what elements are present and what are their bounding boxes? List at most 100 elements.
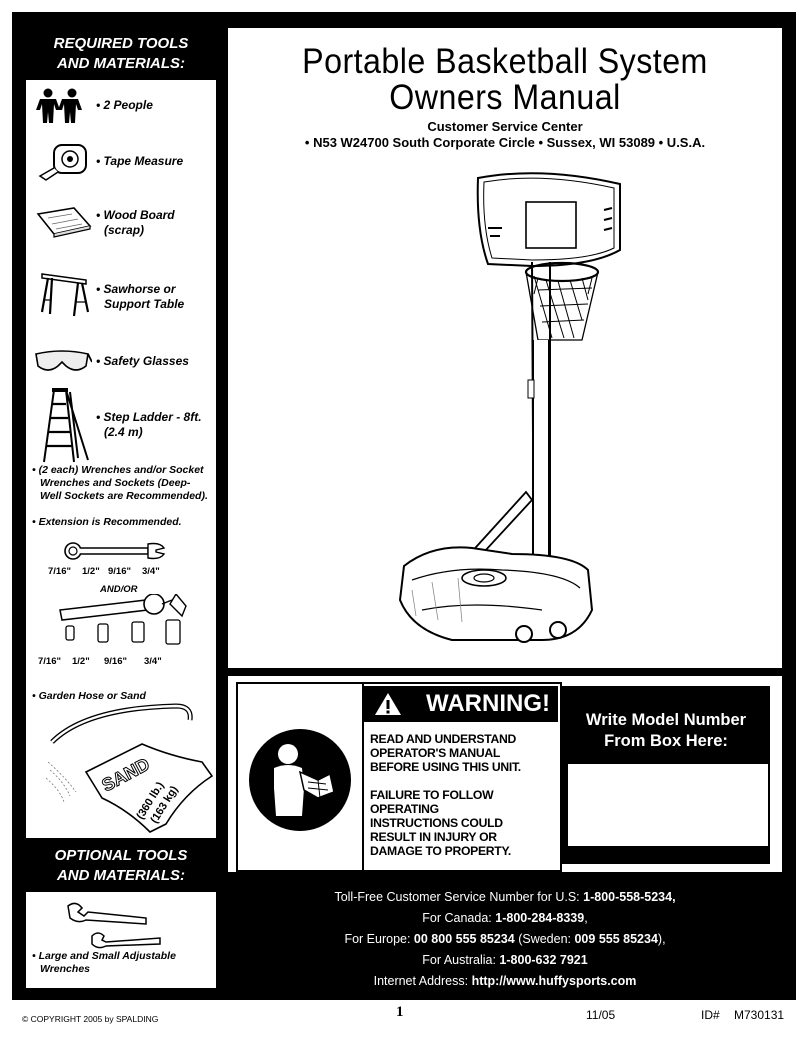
contact-europe: For Europe: 00 800 555 85234 (Sweden: 00… <box>228 932 782 946</box>
tool-label-line: • Sawhorse or <box>96 282 176 296</box>
read-manual-pictogram <box>238 684 364 870</box>
socket-wrench-icon <box>59 594 187 645</box>
wrench-size: 7/16" <box>48 566 71 577</box>
two-people-icon <box>36 88 82 123</box>
warning-line: READ AND UNDERSTAND <box>370 732 516 746</box>
warning-section: WARNING! READ AND UNDERSTAND OPERATOR'S … <box>228 676 782 872</box>
contact-label: Toll-Free Customer Service Number for U.… <box>334 890 584 904</box>
tool-item-tape-measure: • Tape Measure <box>26 138 216 184</box>
us-phone-number: 1-800-558-5234, <box>583 890 676 904</box>
read-manual-icon <box>249 729 351 831</box>
wood-board-icon <box>36 207 92 238</box>
required-tools-heading: REQUIRED TOOLS AND MATERIALS: <box>22 34 220 74</box>
warning-line: OPERATOR'S MANUAL <box>370 746 501 760</box>
wrench-note: • (2 each) Wrenches and/or Socket Wrench… <box>32 464 214 503</box>
revision-date: 11/05 <box>586 1008 616 1022</box>
contact-label: For Europe: <box>344 932 414 946</box>
warning-text-1: READ AND UNDERSTAND OPERATOR'S MANUAL BE… <box>370 732 521 774</box>
tool-label-line: • Wood Board <box>96 208 175 222</box>
optional-tools-heading: OPTIONAL TOOLS AND MATERIALS: <box>22 846 220 886</box>
heading-line: AND MATERIALS: <box>56 55 186 72</box>
garden-hose-label: • Garden Hose or Sand <box>32 690 146 702</box>
page-title: Portable Basketball System <box>302 42 708 81</box>
tool-item-people: • 2 People <box>26 86 216 126</box>
optional-label: • Large and Small Adjustable Wrenches <box>32 950 214 976</box>
model-title-line: From Box Here: <box>604 732 728 750</box>
australia-phone-number: 1-800-632 7921 <box>499 953 588 967</box>
warning-line: RESULT IN INJURY OR <box>370 830 497 844</box>
note-line: Well Sockets are Recommended). <box>40 490 208 502</box>
contact-us: Toll-Free Customer Service Number for U.… <box>228 890 782 904</box>
id-label: ID# <box>701 1008 720 1022</box>
tool-item-step-ladder: • Step Ladder - 8ft. (2.4 m) <box>26 388 216 466</box>
wrench-size: 9/16" <box>108 566 131 577</box>
basketball-system-illustration <box>398 172 621 643</box>
socket-size: 1/2" <box>72 656 90 667</box>
contact-internet: Internet Address: http://www.huffysports… <box>228 974 782 988</box>
tool-item-safety-glasses: • Safety Glasses <box>26 344 216 380</box>
tool-label-line: • Step Ladder - 8ft. <box>96 410 202 424</box>
warning-heading-text: WARNING! <box>426 690 550 717</box>
garden-hose-sand-icon: SAND (360 lb.) (163 kg) <box>46 703 214 833</box>
step-ladder-icon <box>43 388 89 463</box>
wrench-size: 3/4" <box>142 566 160 577</box>
warning-line: OPERATING <box>370 802 439 816</box>
tape-measure-icon <box>38 144 87 181</box>
note-line: • (2 each) Wrenches and/or Socket <box>32 464 204 476</box>
warning-label: WARNING! READ AND UNDERSTAND OPERATOR'S … <box>236 682 562 872</box>
tool-label: • Wood Board (scrap) <box>96 208 175 238</box>
heading-line: AND MATERIALS: <box>56 867 186 884</box>
sawhorse-icon <box>40 273 90 317</box>
website-link[interactable]: http://www.huffysports.com <box>471 974 637 988</box>
note-line: • Large and Small Adjustable <box>32 950 176 962</box>
tools-column: REQUIRED TOOLS AND MATERIALS: • 2 People… <box>22 28 220 990</box>
contact-canada: For Canada: 1-800-284-8339, <box>228 911 782 925</box>
tool-label: • Sawhorse or Support Table <box>96 282 184 312</box>
socket-size: 3/4" <box>144 656 162 667</box>
model-number-field[interactable] <box>568 764 768 846</box>
tool-item-sawhorse: • Sawhorse or Support Table <box>26 266 216 320</box>
europe-phone-number: 00 800 555 85234 <box>413 932 515 946</box>
heading-line: OPTIONAL TOOLS <box>54 847 188 864</box>
contact-punct: ), <box>657 932 666 946</box>
contact-punct: , <box>584 911 588 925</box>
contact-label: For Australia: <box>422 953 500 967</box>
tool-label: • Step Ladder - 8ft. (2.4 m) <box>96 410 202 440</box>
warning-line: INSTRUCTIONS COULD <box>370 816 503 830</box>
warning-text-2: FAILURE TO FOLLOW OPERATING INSTRUCTIONS… <box>370 788 511 858</box>
tool-label-line: (scrap) <box>104 223 145 237</box>
socket-size: 9/16" <box>104 656 127 667</box>
heading-line: REQUIRED TOOLS <box>53 35 189 52</box>
model-title-line: Write Model Number <box>585 711 747 729</box>
contact-label: For Canada: <box>422 911 496 925</box>
adjustable-wrench-icon <box>67 902 161 949</box>
and-or-label: AND/OR <box>100 584 138 595</box>
note-line: Wrenches and Sockets (Deep- <box>40 477 191 489</box>
contact-label: Internet Address: <box>373 974 472 988</box>
tool-item-wood-board: • Wood Board (scrap) <box>26 200 216 244</box>
warning-line: DAMAGE TO PROPERTY. <box>370 844 512 858</box>
required-tools-panel: • 2 People • Tape Measure • Wood Board (… <box>26 80 216 838</box>
contact-info-bar: Toll-Free Customer Service Number for U.… <box>228 880 782 994</box>
warning-triangle-icon <box>375 693 401 715</box>
optional-tools-panel: • Large and Small Adjustable Wrenches <box>26 892 216 988</box>
tool-label-line: Support Table <box>104 297 185 311</box>
socket-size: 7/16" <box>38 656 61 667</box>
contact-label: (Sweden: <box>514 932 575 946</box>
canada-phone-number: 1-800-284-8339 <box>495 911 585 925</box>
model-number-box: Write Model Number From Box Here: <box>562 686 770 864</box>
note-line: Wrenches <box>40 963 90 975</box>
combination-wrench-icon <box>64 542 166 560</box>
service-center-address: • N53 W24700 South Corporate Circle • Su… <box>304 135 706 150</box>
contact-australia: For Australia: 1-800-632 7921 <box>228 953 782 967</box>
tool-label: • Safety Glasses <box>96 354 189 368</box>
page-number: 1 <box>396 1004 404 1020</box>
model-number-title: Write Model Number From Box Here: <box>562 710 770 752</box>
warning-line: BEFORE USING THIS UNIT. <box>370 760 521 774</box>
sweden-phone-number: 009 555 85234 <box>574 932 658 946</box>
copyright-text: © COPYRIGHT 2005 by SPALDING <box>22 1014 159 1024</box>
tool-label: • Tape Measure <box>96 154 184 168</box>
service-center-label: Customer Service Center <box>427 119 583 134</box>
warning-line: FAILURE TO FOLLOW <box>370 788 494 802</box>
wrench-size: 1/2" <box>82 566 100 577</box>
